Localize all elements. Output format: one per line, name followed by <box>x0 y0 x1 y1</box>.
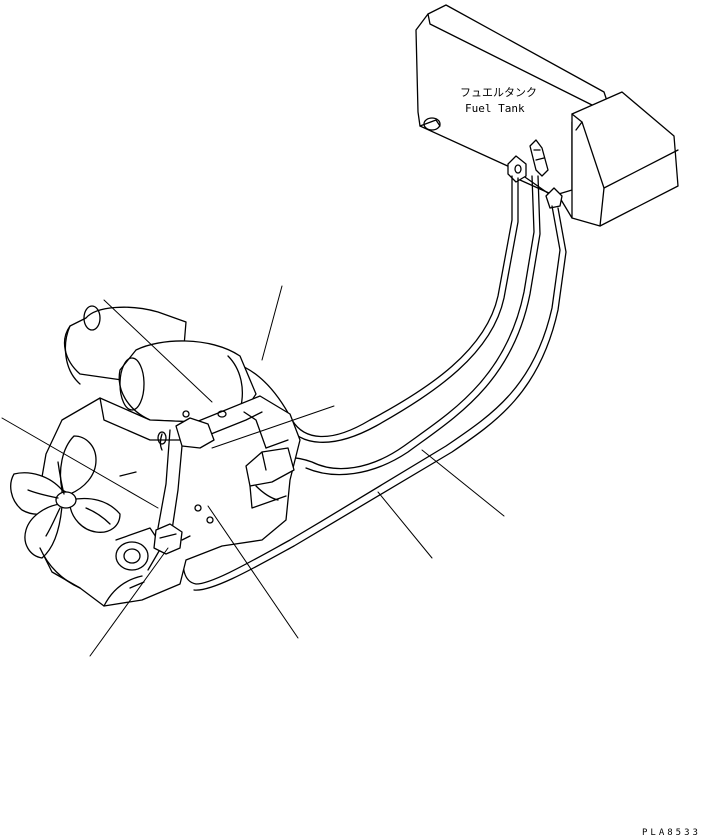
leader-lines <box>1 285 505 657</box>
fan <box>10 435 121 559</box>
leader-line <box>207 505 299 639</box>
leader-line <box>421 449 505 517</box>
engine <box>10 305 301 607</box>
leader-line <box>1 417 159 509</box>
leader-line <box>377 491 433 559</box>
tank-label-en: Fuel Tank <box>465 102 525 115</box>
fuel-tank: フュエルタンク Fuel Tank <box>415 4 679 227</box>
leader-line <box>103 299 213 403</box>
tank-label-jp: フュエルタンク <box>460 86 537 99</box>
leader-line <box>89 547 169 657</box>
leader-line <box>211 405 335 449</box>
leader-line <box>261 285 283 361</box>
drawing-code: PLA8533 <box>642 828 701 838</box>
